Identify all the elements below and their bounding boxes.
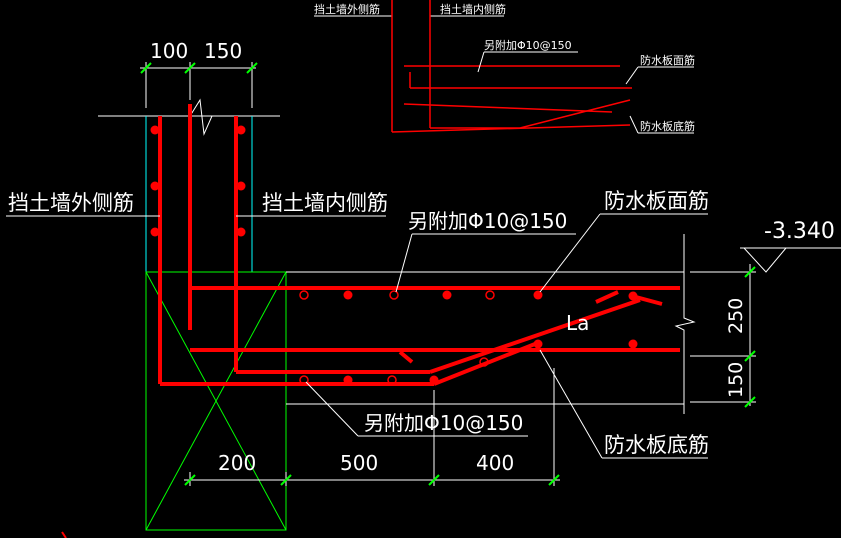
top-detail-wall-inner-label: 挡土墙内侧筋 <box>440 2 506 16</box>
top-dimension: 100 150 <box>140 39 258 108</box>
slab-bottom-label: 防水板底筋 <box>604 433 709 457</box>
bottom-dimension: 200 500 400 <box>184 368 560 486</box>
right-dimension: 250 150 <box>690 264 756 408</box>
rebar-rings <box>299 290 495 385</box>
rebar-dots <box>150 125 638 385</box>
extra-bar-bottom-label: 另附加Φ10@150 <box>364 411 523 435</box>
top-detail-wall-outer-label: 挡土墙外侧筋 <box>314 2 380 16</box>
wall-inner-label: 挡土墙内侧筋 <box>262 191 388 215</box>
dim-top-left: 100 <box>150 39 188 63</box>
elevation-mark: -3.340 <box>740 219 841 273</box>
leaders <box>6 213 708 459</box>
slab-outline <box>286 234 696 414</box>
extra-bar-top-label: 另附加Φ10@150 <box>408 209 567 233</box>
footing-outline <box>145 271 287 531</box>
dim-bottom-1: 200 <box>218 451 256 475</box>
top-detail-slab-bottom-label: 防水板底筋 <box>640 119 695 133</box>
dim-bottom-3: 400 <box>476 451 514 475</box>
anchor-length-label: La <box>566 311 589 335</box>
dim-right-upper: 250 <box>725 298 747 334</box>
corner-mark <box>61 531 67 538</box>
slab-top-label: 防水板面筋 <box>604 189 709 213</box>
elevation-label: -3.340 <box>764 219 835 244</box>
wall-outer-label: 挡土墙外侧筋 <box>8 191 134 215</box>
top-detail-slab-top-label: 防水板面筋 <box>640 53 695 67</box>
top-detail-extra-bar-label: 另附加Φ10@150 <box>484 38 572 52</box>
dim-bottom-2: 500 <box>340 451 378 475</box>
dim-top-right: 150 <box>204 39 242 63</box>
rebar <box>158 104 680 386</box>
dim-right-lower: 150 <box>725 362 747 398</box>
top-detail: 挡土墙外侧筋 挡土墙内侧筋 另附加Φ10@150 防水板面筋 防水板底筋 <box>314 0 695 134</box>
